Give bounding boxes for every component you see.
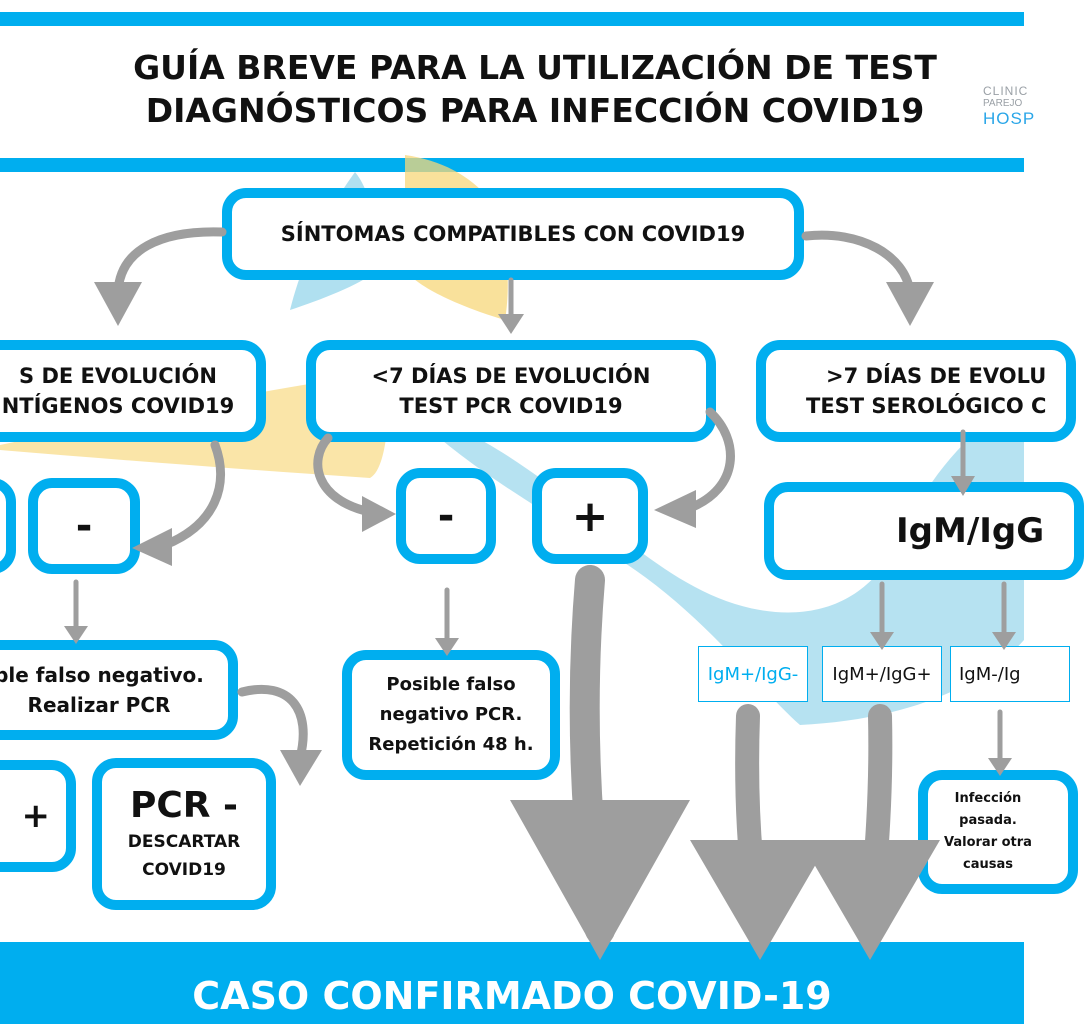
past-infection-box: Infección pasada. Valorar otra causas: [918, 770, 1078, 894]
arrowhead-root-left: [94, 282, 142, 326]
arrow-antigen-to-negative: [160, 440, 226, 550]
antigen-false-negative-line-1: ble falso negativo.: [0, 663, 204, 687]
node-pcr-line-2: TEST PCR COVID19: [399, 394, 623, 418]
title-line-1: GUÍA BREVE PARA LA UTILIZACIÓN DE TEST: [133, 48, 937, 87]
node-serology-test: >7 DÍAS DE EVOLU TEST SEROLÓGICO C: [756, 340, 1076, 442]
pcr-negative-result-title: PCR -: [129, 785, 238, 826]
pcr-negative-result-box: PCR - DESCARTAR COVID19: [92, 758, 276, 910]
serology-igm-pos-igg-pos-label: IgM+/IgG+: [832, 663, 932, 685]
arrow-root-to-left: [113, 227, 227, 297]
node-pcr-test: <7 DÍAS DE EVOLUCIÓN TEST PCR COVID19: [306, 340, 716, 442]
node-symptoms: SÍNTOMAS COMPATIBLES CON COVID19: [222, 188, 804, 280]
node-serology-line-1: >7 DÍAS DE EVOLU: [826, 364, 1047, 388]
arrowhead-confirmed-2: [690, 840, 830, 960]
past-infection-line-2: pasada.: [959, 813, 1017, 828]
logo-line-3: HOSP: [983, 109, 1036, 128]
arrowhead-root-right: [886, 282, 934, 326]
arrow-antigen-result-to-pcr: [237, 684, 308, 763]
title-line-2: DIAGNÓSTICOS PARA INFECCIÓN COVID19: [145, 91, 925, 130]
pcr-false-negative-line-3: Repetición 48 h.: [368, 734, 534, 755]
arrowhead-pcr-down: [435, 638, 459, 656]
pcr-negative-label: -: [437, 493, 455, 539]
top-bar: [0, 12, 1024, 26]
pcr-false-negative-box: Posible falso negativo PCR. Repetición 4…: [342, 650, 560, 780]
past-infection-line-3: Valorar otra: [944, 835, 1032, 850]
pcr-positive-result-label: +: [21, 796, 51, 836]
arrow-pcr-to-positive: [685, 407, 735, 513]
logo-line-2: PAREJO: [983, 98, 1023, 109]
antigen-false-negative-box: ble falso negativo. Realizar PCR: [0, 640, 238, 740]
page-title: GUÍA BREVE PARA LA UTILIZACIÓN DE TEST D…: [120, 46, 950, 132]
footer-confirmed-case: CASO CONFIRMADO COVID-19: [192, 974, 832, 1018]
flowchart-stage: GUÍA BREVE PARA LA UTILIZACIÓN DE TEST D…: [0, 12, 1084, 1024]
antigen-false-negative-line-2: Realizar PCR: [27, 693, 171, 717]
serology-igm-neg-igg-label: IgM-/Ig: [959, 663, 1021, 685]
igm-igg-box: IgM/IgG: [764, 482, 1084, 580]
pcr-negative-result-line-1: DESCARTAR: [127, 832, 241, 852]
arrow-root-to-right: [801, 230, 915, 297]
serology-igm-neg-igg: IgM-/Ig: [950, 646, 1070, 702]
arrowhead-past: [988, 758, 1012, 776]
pcr-false-negative-line-2: negativo PCR.: [379, 704, 523, 725]
arrowhead-antigen-result: [280, 750, 322, 786]
serology-igm-pos-igg-neg-label: IgM+/IgG-: [707, 663, 799, 685]
arrowhead-root-middle: [498, 314, 524, 334]
arrowhead-antigen-down: [64, 626, 88, 644]
antigen-negative-box: -: [28, 478, 140, 574]
node-pcr-line-1: <7 DÍAS DE EVOLUCIÓN: [371, 364, 651, 388]
node-antigen-line-2: NTÍGENOS COVID19: [1, 394, 235, 418]
arrowhead-confirmed-3: [800, 840, 940, 960]
node-antigen-line-1: S DE EVOLUCIÓN: [19, 364, 217, 388]
overlay-blue-sweep: [420, 400, 1024, 725]
pcr-positive-label: +: [571, 490, 609, 542]
arrowhead-confirmed-1: [510, 800, 690, 960]
footer-bar: [0, 942, 1024, 1024]
node-serology-line-2: TEST SEROLÓGICO C: [806, 394, 1047, 418]
pcr-false-negative-line-1: Posible falso: [386, 674, 516, 695]
arrowhead-sero2: [870, 632, 894, 650]
hospital-logo: CLINIC PAREJO HOSP: [983, 84, 1035, 129]
pcr-positive-box: +: [532, 468, 648, 564]
header-divider: [0, 158, 1024, 172]
serology-igm-pos-igg-neg: IgM+/IgG-: [698, 646, 808, 702]
arrowhead-serology: [951, 476, 975, 496]
igm-igg-label: IgM/IgG: [896, 511, 1045, 551]
logo-line-1: CLINIC: [983, 84, 1029, 98]
pcr-positive-result-box: +: [0, 760, 76, 872]
arrow-pcr-to-negative: [313, 433, 375, 517]
arrowhead-pcr-pos: [654, 490, 696, 528]
node-symptoms-label: SÍNTOMAS COMPATIBLES CON COVID19: [280, 222, 746, 246]
pcr-negative-result-line-2: COVID19: [142, 860, 226, 880]
arrowhead-pcr-neg: [362, 496, 396, 532]
arrows-layer: [64, 227, 1016, 960]
pcr-negative-box: -: [396, 468, 496, 564]
serology-igm-pos-igg-pos: IgM+/IgG+: [822, 646, 942, 702]
past-infection-line-4: causas: [962, 857, 1013, 872]
node-antigen-test: S DE EVOLUCIÓN NTÍGENOS COVID19: [0, 340, 266, 442]
arrowhead-sero3: [992, 632, 1016, 650]
antigen-negative-label: -: [75, 503, 93, 549]
arrowhead-antigen-neg: [132, 528, 172, 566]
past-infection-line-1: Infección: [954, 791, 1022, 806]
arrowheads: [64, 282, 1016, 960]
